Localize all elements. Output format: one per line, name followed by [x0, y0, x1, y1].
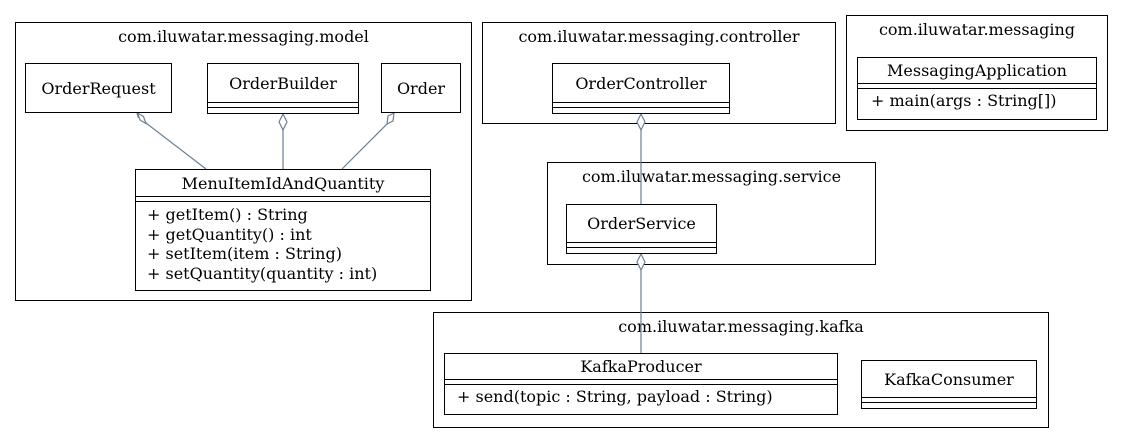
class-name: MessagingApplication	[858, 58, 1096, 84]
package-kafka: com.iluwatar.messaging.kafka	[433, 312, 1049, 428]
methods-compartment: + getItem() : String + getQuantity() : i…	[136, 202, 430, 285]
attributes-compartment	[445, 380, 837, 385]
class-name: MenuItemIdAndQuantity	[136, 170, 430, 197]
package-service: com.iluwatar.messaging.service	[547, 162, 876, 265]
method: + setQuantity(quantity : int)	[147, 263, 378, 283]
class-orderservice[interactable]: OrderService	[566, 204, 717, 254]
class-kafkaproducer[interactable]: KafkaProducer + send(topic : String, pay…	[444, 353, 838, 415]
package-title: com.iluwatar.messaging	[878, 20, 1076, 39]
package-model: com.iluwatar.messaging.model	[15, 22, 472, 301]
class-kafkaconsumer[interactable]: KafkaConsumer	[861, 360, 1037, 409]
class-orderbuilder[interactable]: OrderBuilder	[207, 63, 359, 114]
package-title: com.iluwatar.messaging.kafka	[618, 317, 864, 336]
class-name: KafkaConsumer	[862, 361, 1036, 398]
class-orderrequest[interactable]: OrderRequest	[25, 63, 172, 113]
attributes-compartment	[567, 243, 716, 248]
class-name: OrderRequest	[41, 78, 156, 98]
attributes-compartment	[553, 103, 729, 108]
method: + setItem(item : String)	[147, 244, 342, 263]
package-title: com.iluwatar.messaging.controller	[518, 27, 800, 46]
class-name: OrderBuilder	[208, 64, 358, 103]
package-controller: com.iluwatar.messaging.controller	[482, 22, 836, 124]
method: + getQuantity() : int	[147, 224, 312, 244]
class-name: OrderService	[567, 205, 716, 243]
attributes-compartment	[862, 398, 1036, 403]
method: + send(topic : String, payload : String)	[457, 387, 773, 406]
method: + getItem() : String	[147, 205, 308, 224]
class-name: Order	[396, 78, 446, 98]
attributes-compartment	[136, 197, 430, 202]
methods-compartment: + main(args : String[])	[858, 89, 1096, 113]
class-name: OrderController	[553, 64, 729, 103]
methods-compartment: + send(topic : String, payload : String)	[445, 385, 837, 409]
attributes-compartment	[208, 103, 358, 108]
package-root: com.iluwatar.messaging	[846, 15, 1108, 131]
package-title: com.iluwatar.messaging.service	[581, 167, 842, 186]
class-menuitemidandquantity[interactable]: MenuItemIdAndQuantity + getItem() : Stri…	[135, 169, 431, 291]
attributes-compartment	[858, 84, 1096, 89]
class-order[interactable]: Order	[381, 63, 461, 113]
package-title: com.iluwatar.messaging.model	[118, 27, 369, 46]
class-name: KafkaProducer	[445, 354, 837, 380]
class-ordercontroller[interactable]: OrderController	[552, 63, 730, 114]
method: + main(args : String[])	[871, 91, 1057, 110]
class-messagingapplication[interactable]: MessagingApplication + main(args : Strin…	[857, 57, 1097, 120]
